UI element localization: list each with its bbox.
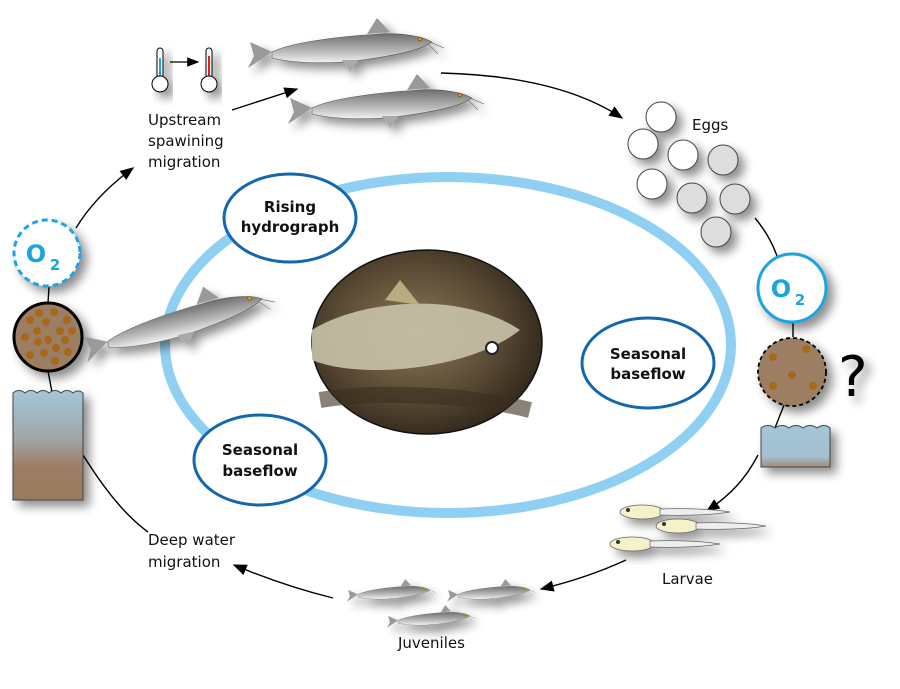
svg-text:Upstream: Upstream: [148, 111, 221, 129]
label-larvae: Larvae: [662, 570, 713, 588]
thermometer-cold-icon: [151, 47, 169, 93]
label-upstream-spawning-migration: Upstream spawining migration: [148, 111, 224, 171]
label-eggs: Eggs: [692, 116, 729, 134]
center-fish-photo: [311, 249, 543, 435]
phase-label: Rising: [264, 198, 316, 216]
phase-seasonal-baseflow-left: Seasonal baseflow: [192, 413, 328, 507]
phase-rising-hydrograph: Rising hydrograph: [222, 172, 358, 264]
phase-seasonal-baseflow-right: Seasonal baseflow: [580, 316, 716, 410]
phase-label: baseflow: [222, 462, 297, 480]
eggs-cluster: [627, 101, 751, 248]
water-column-left: [12, 390, 84, 501]
unknown-question-mark: ?: [838, 345, 868, 410]
oxygen-indicator-right: O 2: [756, 252, 828, 324]
svg-text:migration: migration: [148, 153, 220, 171]
water-column-right: [760, 425, 831, 468]
svg-text:O: O: [26, 240, 46, 268]
phase-label: Seasonal: [610, 345, 686, 363]
label-juveniles: Juveniles: [397, 634, 465, 652]
svg-text:migration: migration: [148, 553, 220, 571]
phase-label: hydrograph: [241, 218, 340, 236]
juveniles-group: [346, 578, 536, 630]
phase-label: Seasonal: [222, 441, 298, 459]
svg-text:2: 2: [795, 291, 805, 309]
svg-text:O: O: [771, 275, 791, 303]
sediment-circle-right: [757, 337, 827, 407]
label-deep-water-migration: Deep water migration: [148, 531, 236, 571]
svg-text:2: 2: [50, 256, 60, 274]
cycle-ring: [160, 172, 736, 518]
adult-fish-icon: [247, 17, 445, 73]
sediment-circle-left: [12, 301, 84, 373]
larvae-group: [609, 504, 767, 552]
svg-text:Deep water: Deep water: [148, 531, 236, 549]
phase-label: baseflow: [610, 365, 685, 383]
cycle-arrows: [47, 72, 794, 599]
adult-fish-icon: [287, 73, 485, 129]
thermometer-warm-icon: [200, 47, 218, 93]
oxygen-indicator-left: O 2: [12, 218, 82, 288]
svg-text:spawining: spawining: [148, 132, 224, 150]
